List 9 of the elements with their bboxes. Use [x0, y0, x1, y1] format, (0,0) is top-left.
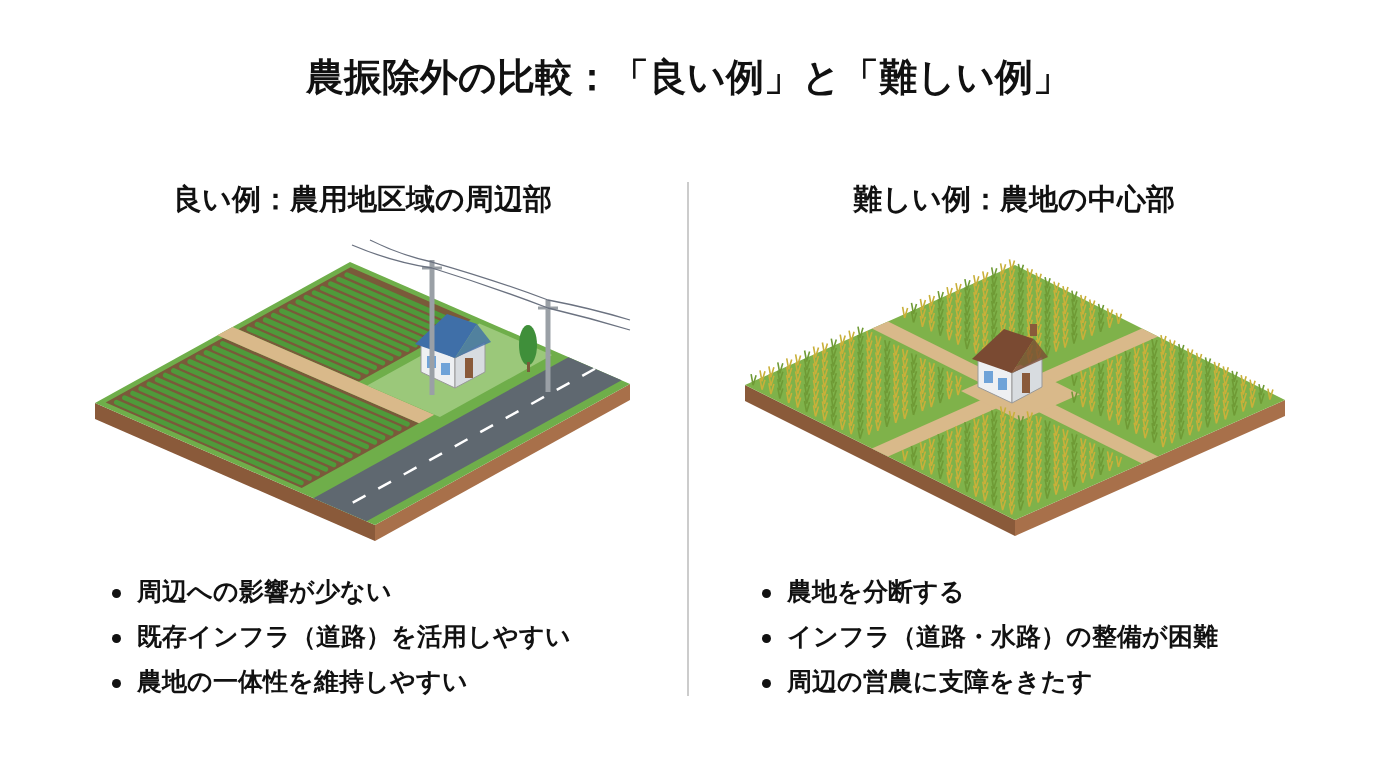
bullet-point: 周辺の営農に支障をきたす: [762, 665, 1093, 698]
bullet-point: 周辺への影響が少ない: [112, 575, 392, 608]
bullet-point: インフラ（道路・水路）の整備が困難: [762, 620, 1218, 653]
bullet-point: 既存インフラ（道路）を活用しやすい: [112, 620, 571, 653]
title: 農振除外の比較：「良い例」と「難しい例」: [304, 54, 1072, 101]
bullet-point: 農地を分断する: [762, 575, 965, 608]
panel-heading: 良い例：農用地区域の周辺部: [171, 181, 553, 218]
panel-heading: 難しい例：農地の中心部: [852, 181, 1176, 218]
bullet-point: 農地の一体性を維持しやすい: [112, 665, 468, 698]
